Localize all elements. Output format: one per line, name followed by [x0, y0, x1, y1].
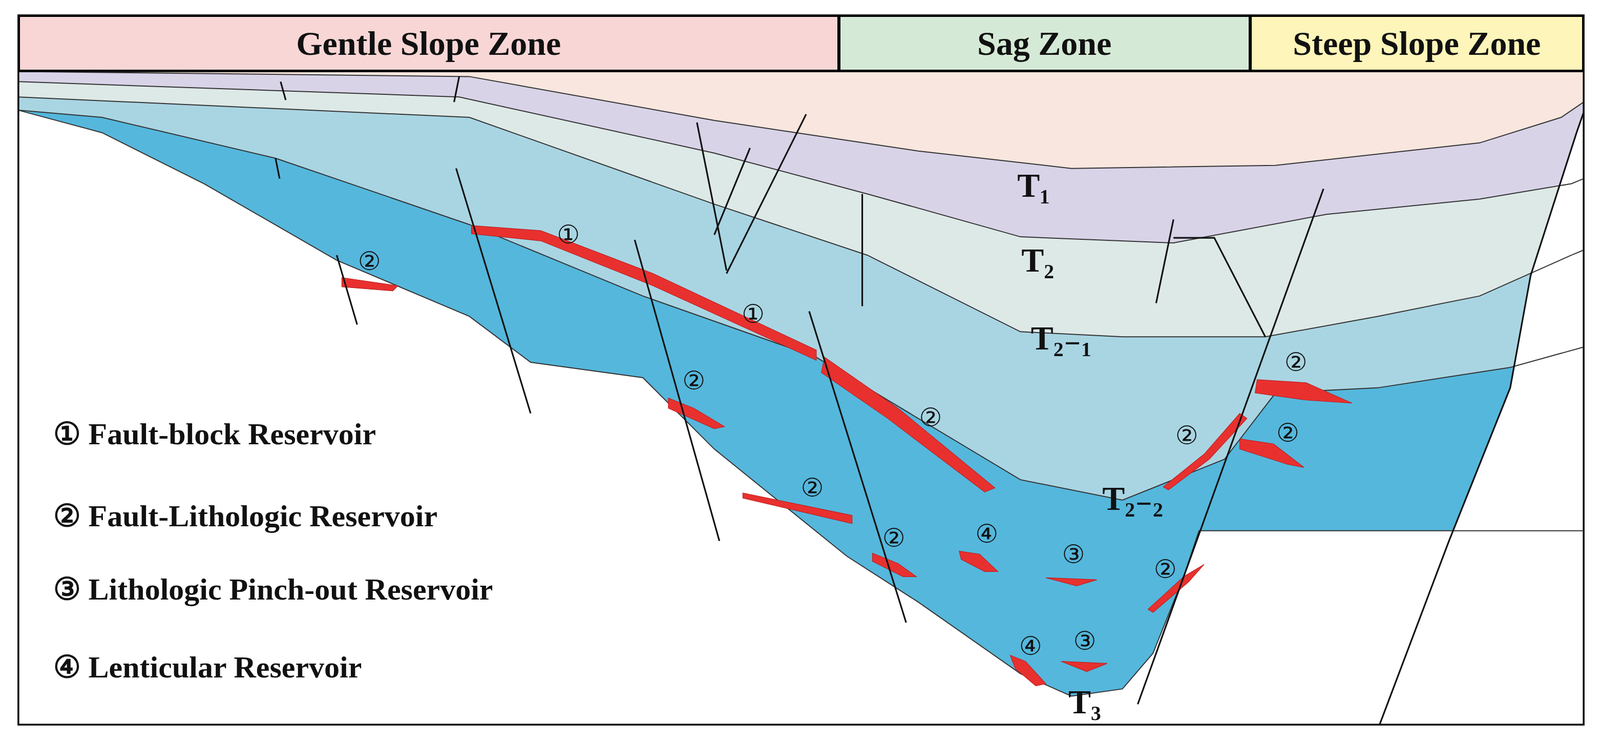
horizon-label: T₂₋₁ [1030, 317, 1092, 358]
reservoir-body [821, 356, 996, 492]
reservoir-body [1061, 661, 1108, 672]
legend-entry: ① Fault-block Reservoir [53, 415, 377, 452]
strata-layer [18, 110, 1584, 696]
callout-number: ② [358, 246, 382, 277]
callout-number: ① [741, 299, 765, 329]
horizon-line [18, 110, 1584, 500]
horizon-label: T₃ [1068, 682, 1102, 722]
fault-line [1137, 188, 1324, 704]
fault-line [1155, 219, 1174, 303]
horizon-label: T₂ [1021, 240, 1055, 280]
zone-title: Steep Slope Zone [1292, 24, 1541, 63]
callout-number: ② [1276, 417, 1300, 448]
strata-layer [1379, 112, 1584, 725]
reservoir-body [1255, 379, 1353, 404]
zone-band: Steep Slope Zone [1250, 15, 1584, 72]
callout-number: ② [1153, 554, 1177, 584]
fault-line [275, 158, 280, 179]
legend-entry: ② Fault-Lithologic Reservoir [53, 496, 438, 534]
reservoir-body [668, 397, 725, 429]
reservoir-body [1163, 413, 1247, 490]
callout-number: ③ [1072, 625, 1097, 656]
horizon-label: T₁ [1017, 165, 1050, 205]
reservoir-body [471, 225, 816, 361]
horizon-label: T₂₋₂ [1102, 477, 1163, 518]
callout-number: ② [1284, 347, 1308, 377]
fault-line [1173, 237, 1266, 337]
reservoir-body [959, 551, 999, 572]
reservoir-body [341, 277, 398, 291]
basement-line [1379, 112, 1584, 725]
fault-line [634, 239, 720, 541]
fault-line [714, 148, 751, 235]
fault-line [280, 81, 286, 100]
fault-line [726, 114, 807, 274]
horizon-line [18, 96, 1584, 337]
callout-number: ④ [1019, 630, 1043, 661]
callout-number: ② [800, 472, 824, 503]
fault-line [697, 122, 727, 271]
callout-number: ② [1175, 420, 1199, 451]
callout-number: ③ [1062, 539, 1086, 570]
callout-number: ① [556, 219, 580, 250]
reservoir-body [1045, 577, 1098, 586]
reservoir-body [742, 492, 852, 524]
legend-entry: ③ Lithologic Pinch-out Reservoir [53, 570, 494, 607]
horizon-line [18, 81, 1584, 243]
legend-entry: ④ Lenticular Reservoir [53, 647, 363, 685]
frame [18, 15, 1584, 725]
callout-number: ② [882, 522, 906, 553]
callout-number: ② [919, 402, 943, 433]
callout-number: ② [682, 365, 706, 396]
zone-title: Sag Zone [977, 24, 1112, 63]
zone-band: Sag Zone [838, 15, 1251, 72]
zone-band: Gentle Slope Zone [18, 15, 839, 72]
horizon-line [18, 110, 1584, 696]
callout-number: ④ [975, 518, 999, 549]
fault-line [454, 76, 460, 102]
horizon-line [18, 71, 1584, 168]
fault-line [456, 168, 531, 414]
zone-title: Gentle Slope Zone [296, 24, 561, 63]
fault-line [809, 310, 907, 622]
fault-line [861, 193, 863, 306]
fault-line [336, 255, 357, 325]
reservoir-body [872, 553, 917, 577]
